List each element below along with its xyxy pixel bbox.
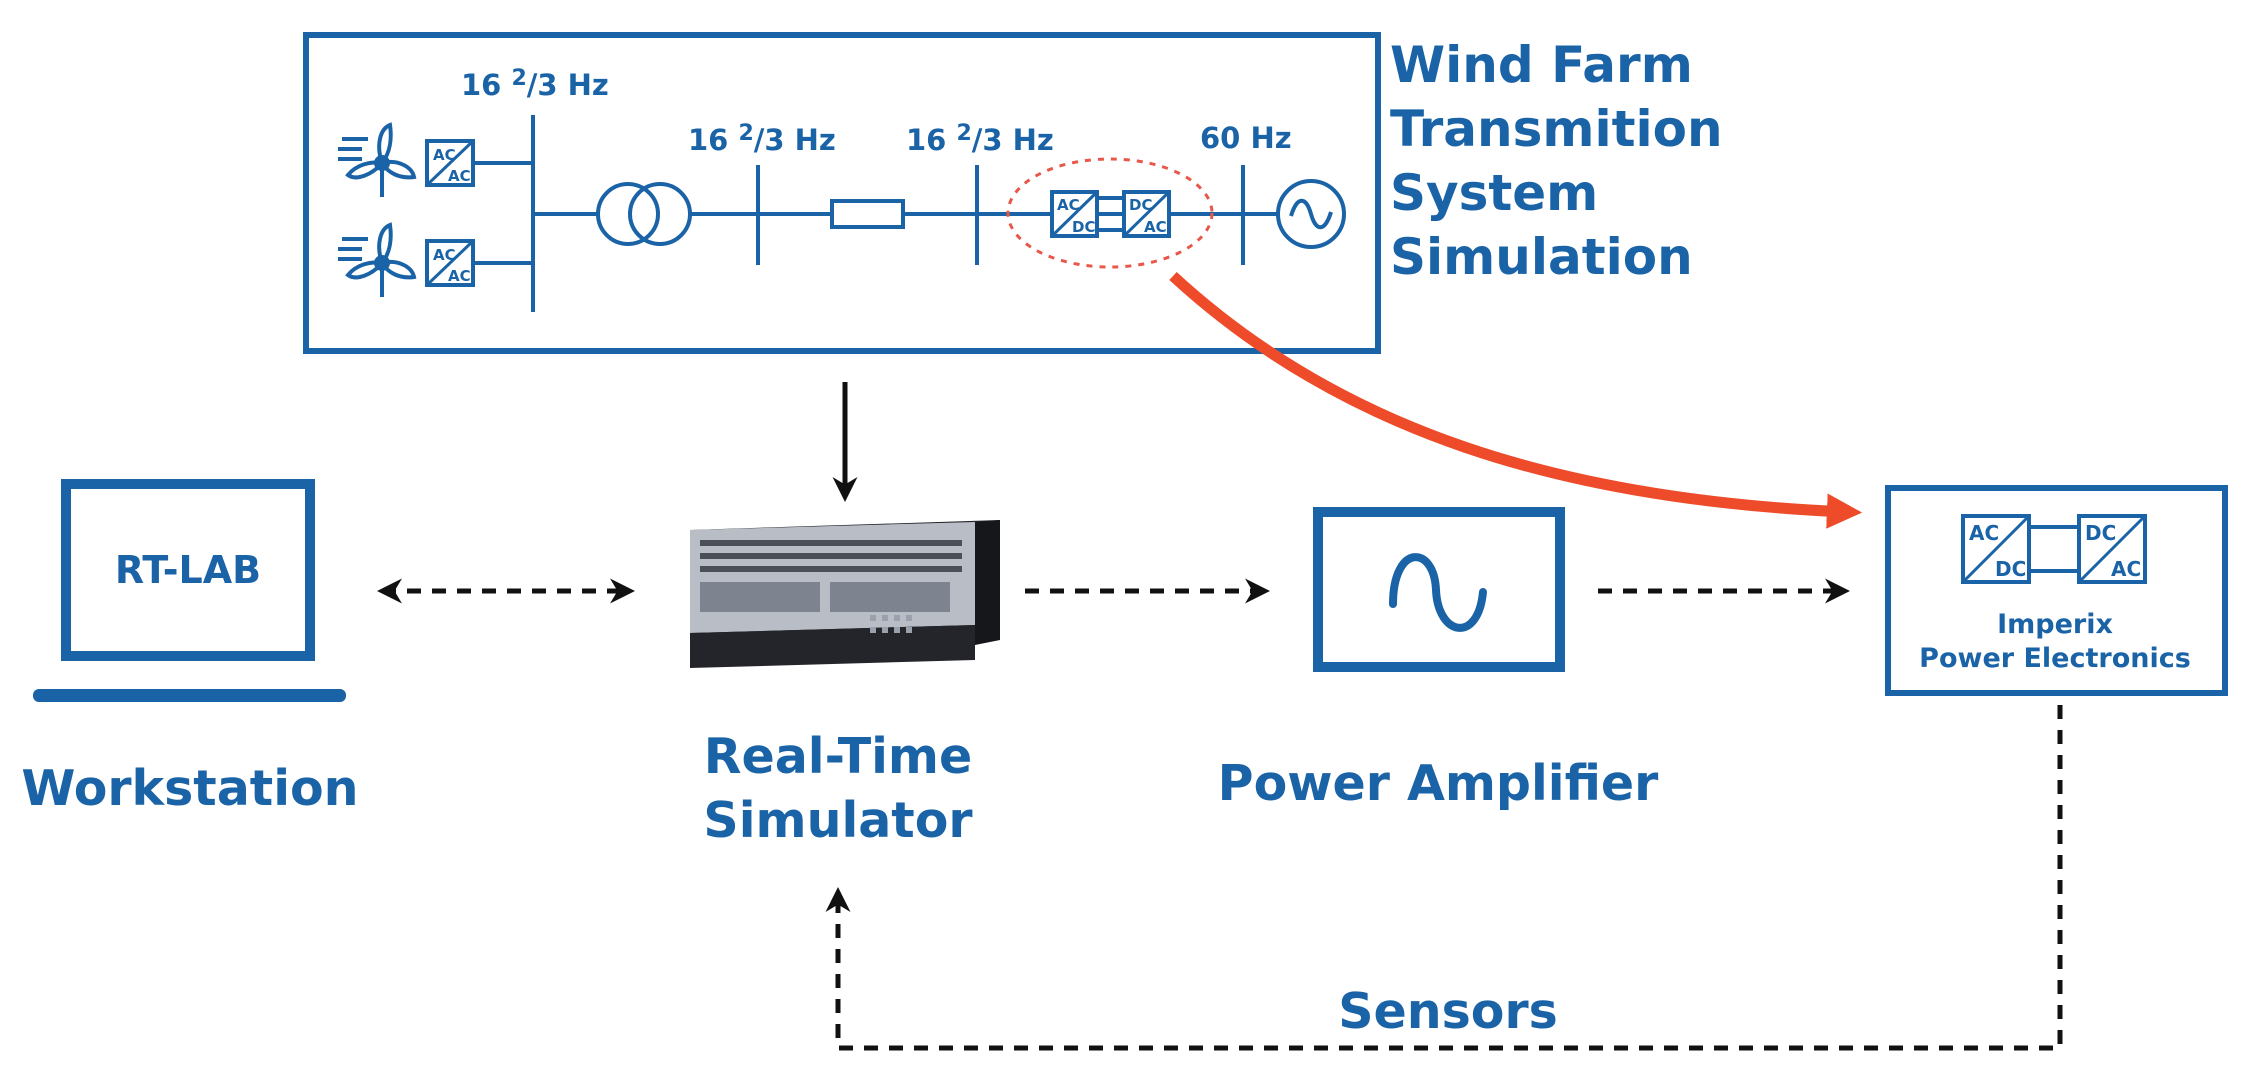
system-title-line-4: Simulation [1390, 228, 1693, 286]
converter-label: DC [2085, 521, 2116, 545]
selection-ring [1006, 157, 1214, 269]
simulator-label-line-2: Simulator [703, 792, 973, 849]
bus2-frequency: 16 2/3 Hz [688, 121, 836, 157]
imperix-inverter: DC AC [2077, 514, 2147, 584]
bus3-frequency: 16 2/3 Hz [906, 121, 1054, 157]
turbine-converter-2: AC AC [425, 239, 475, 287]
converter-label: DC [1129, 196, 1152, 214]
imperix-label-line-1: Imperix [1997, 609, 2113, 640]
converter-label: DC [1072, 218, 1095, 236]
workstation[interactable]: RT-LAB Workstation [21, 479, 359, 817]
amplifier[interactable]: Power Amplifier [1218, 507, 1660, 812]
hvdc-rectifier: AC DC [1050, 190, 1099, 238]
sensors-label: Sensors [1338, 983, 1558, 1040]
sensor-feedback-link [825, 705, 2063, 1051]
imperix-dc-link [2029, 525, 2079, 573]
system-panel: Wind Farm Transmition System Simulation [303, 32, 1723, 354]
impedance-icon [830, 199, 905, 229]
svg-text:16 2/3 Hz: 16 2/3 Hz [906, 121, 1054, 157]
imperix[interactable]: AC DC DC AC Imperix Power Electronics [1885, 485, 2228, 696]
amplifier-label: Power Amplifier [1218, 755, 1660, 812]
system-title-line-3: System [1390, 164, 1598, 222]
hvdc-link [1097, 196, 1124, 232]
workstation-label: Workstation [21, 760, 358, 817]
hvdc-inverter: DC AC [1122, 190, 1171, 238]
turbine-converter-1: AC AC [425, 139, 475, 187]
imperix-label-line-2: Power Electronics [1919, 643, 2191, 674]
converter-label: AC [1969, 521, 1999, 545]
hardware-mapping-arrow [1169, 271, 1863, 529]
wind-turbine-icon [338, 122, 417, 197]
system-panel-frame [303, 32, 1381, 354]
svg-text:16 2/3 Hz: 16 2/3 Hz [461, 66, 609, 102]
converter-label: AC [448, 167, 471, 185]
converter-label: AC [1057, 196, 1080, 214]
system-title-line-1: Wind Farm [1390, 36, 1693, 94]
simulator-label-line-1: Real-Time [704, 728, 972, 785]
system-title: Wind Farm Transmition System Simulation [1390, 36, 1723, 286]
workstation-screen-text: RT-LAB [115, 548, 261, 592]
sine-wave-icon [1389, 553, 1487, 632]
converter-label: AC [433, 246, 456, 264]
bus1-frequency: 16 2/3 Hz [461, 66, 609, 102]
imperix-rectifier: AC DC [1961, 514, 2031, 584]
converter-label: AC [1144, 218, 1167, 236]
svg-text:16 2/3 Hz: 16 2/3 Hz [688, 121, 836, 157]
wind-turbine-icon [338, 222, 417, 297]
single-line-wiring [473, 115, 1278, 312]
imperix-box [1885, 485, 2228, 696]
simulator-rack-icon [690, 520, 1000, 668]
simulator[interactable]: Real-Time Simulator [690, 520, 1000, 849]
transformer-icon [596, 182, 692, 246]
laptop-icon [33, 479, 346, 702]
ac-source-icon [1276, 179, 1346, 249]
converter-label: DC [1995, 557, 2026, 581]
converter-label: AC [448, 267, 471, 285]
system-title-line-2: Transmition [1390, 100, 1723, 158]
grid-frequency: 60 Hz [1200, 121, 1292, 155]
converter-label: AC [2111, 557, 2141, 581]
converter-label: AC [433, 146, 456, 164]
